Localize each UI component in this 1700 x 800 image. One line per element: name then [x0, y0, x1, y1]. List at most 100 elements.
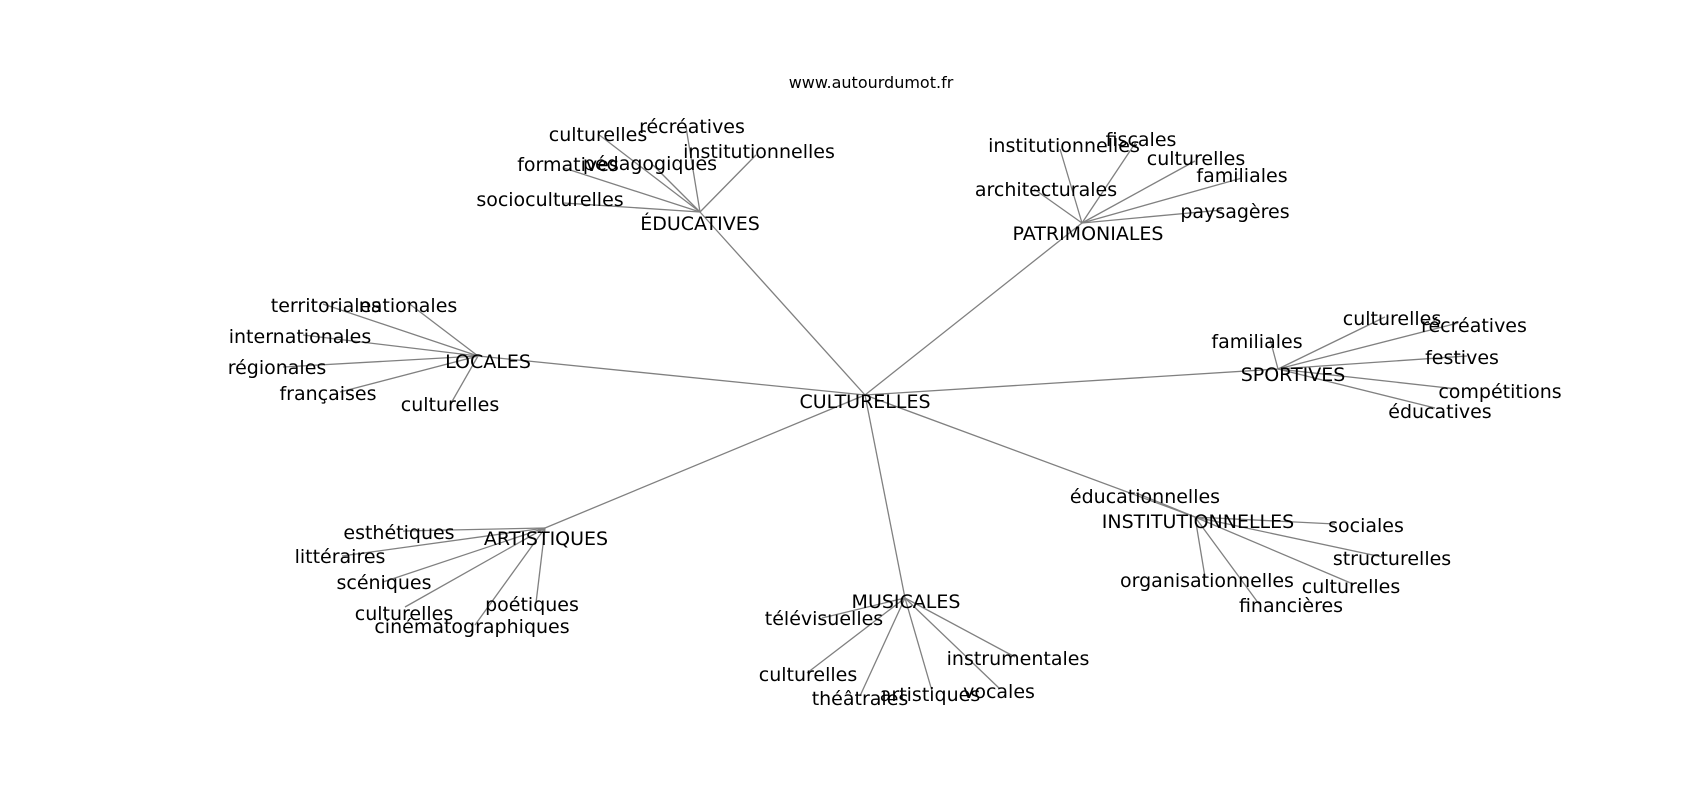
edge-1-leaf-1 — [1081, 141, 1137, 224]
leaf-node-label-0-1[interactable]: récréatives — [639, 116, 745, 138]
leaf-node-label-3-4[interactable]: compétitions — [1438, 381, 1561, 403]
leaf-node-label-6-5[interactable]: vocales — [963, 681, 1035, 703]
edge-2-leaf-3 — [282, 355, 479, 368]
leaf-node-label-1-2[interactable]: culturelles — [1147, 148, 1246, 170]
edge-root-to-0 — [699, 211, 866, 396]
edge-2-leaf-2 — [302, 334, 479, 357]
edge-0-leaf-4 — [652, 164, 701, 213]
edge-root-to-5 — [544, 394, 866, 529]
leaf-node-label-0-0[interactable]: culturelles — [549, 124, 648, 146]
edge-3-leaf-5 — [1277, 368, 1436, 409]
leaf-node-label-2-0[interactable]: territoriales — [271, 295, 381, 317]
leaf-node-label-1-3[interactable]: familiales — [1196, 165, 1287, 187]
edge-1-leaf-0 — [1059, 148, 1083, 224]
edge-root-to-1 — [864, 222, 1083, 396]
leaf-node-label-4-5[interactable]: financières — [1239, 595, 1343, 617]
edge-5-leaf-2 — [382, 527, 546, 583]
leaf-node-label-5-2[interactable]: scéniques — [336, 572, 431, 594]
leaf-node-label-4-4[interactable]: culturelles — [1302, 576, 1401, 598]
edge-2-leaf-5 — [449, 355, 479, 406]
leaf-node-label-2-5[interactable]: culturelles — [401, 394, 500, 416]
root-node-label[interactable]: CULTURELLES — [799, 391, 930, 413]
edge-4-leaf-1 — [1194, 516, 1336, 525]
leaf-node-label-6-0[interactable]: télévisuelles — [765, 608, 883, 630]
leaf-node-label-4-0[interactable]: éducationnelles — [1070, 486, 1220, 508]
leaf-node-label-5-1[interactable]: littéraires — [295, 546, 386, 568]
edge-root-to-3 — [864, 368, 1279, 396]
leaf-node-label-5-4[interactable]: poétiques — [485, 594, 579, 616]
edge-5-leaf-4 — [535, 527, 546, 604]
edge-1-leaf-4 — [1033, 188, 1083, 224]
leaf-node-label-6-1[interactable]: instrumentales — [947, 648, 1090, 670]
leaf-node-label-0-3[interactable]: formatives — [517, 154, 619, 176]
edge-5-leaf-5 — [474, 527, 546, 626]
edge-4-leaf-5 — [1194, 516, 1260, 605]
leaf-node-label-2-4[interactable]: françaises — [279, 383, 376, 405]
hub-node-label-1[interactable]: PATRIMONIALES — [1013, 223, 1164, 245]
edge-root-to-4 — [864, 394, 1196, 518]
hub-node-label-6[interactable]: MUSICALES — [852, 591, 961, 613]
edge-3-leaf-1 — [1277, 322, 1459, 370]
edge-0-leaf-5 — [563, 202, 701, 213]
edge-5-leaf-1 — [341, 527, 546, 557]
edge-4-leaf-3 — [1194, 516, 1206, 578]
hub-node-label-0[interactable]: ÉDUCATIVES — [640, 212, 760, 235]
edge-6-leaf-4 — [904, 597, 933, 692]
edge-4-leaf-2 — [1194, 516, 1383, 558]
leaf-node-label-6-4[interactable]: artistiques — [880, 684, 981, 706]
edge-2-leaf-1 — [406, 301, 479, 357]
edge-3-leaf-3 — [1277, 355, 1468, 370]
leaf-node-label-0-5[interactable]: socioculturelles — [476, 189, 623, 211]
leaf-node-label-1-5[interactable]: paysagères — [1180, 201, 1289, 223]
leaf-node-label-3-5[interactable]: éducatives — [1388, 401, 1491, 423]
leaf-node-label-3-3[interactable]: festives — [1425, 347, 1499, 369]
leaf-node-label-0-4[interactable]: pédagogiques — [583, 153, 717, 175]
edge-6-leaf-1 — [904, 597, 1016, 658]
edge-0-leaf-2 — [699, 154, 757, 213]
hub-node-label-5[interactable]: ARTISTIQUES — [484, 528, 608, 550]
edge-4-leaf-4 — [1194, 516, 1354, 585]
edge-root-to-6 — [864, 394, 906, 599]
edge-3-leaf-4 — [1277, 368, 1458, 390]
edges-layer — [282, 126, 1468, 697]
leaf-node-label-2-1[interactable]: nationales — [359, 295, 458, 317]
edge-6-leaf-3 — [859, 597, 906, 697]
leaf-node-label-3-1[interactable]: récréatives — [1421, 315, 1527, 337]
leaf-node-label-4-3[interactable]: organisationnelles — [1120, 570, 1294, 592]
leaf-node-label-0-2[interactable]: institutionnelles — [683, 141, 835, 163]
leaf-node-label-2-2[interactable]: internationales — [229, 326, 372, 348]
leaf-node-label-3-0[interactable]: culturelles — [1343, 308, 1442, 330]
edge-6-leaf-2 — [806, 597, 906, 674]
hub-node-label-4[interactable]: INSTITUTIONNELLES — [1102, 511, 1294, 533]
edge-0-leaf-1 — [685, 126, 701, 213]
edge-root-to-2 — [477, 355, 866, 396]
edge-0-leaf-0 — [597, 133, 701, 213]
edge-5-leaf-0 — [402, 527, 546, 532]
hub-node-label-2[interactable]: LOCALES — [445, 351, 531, 373]
edge-1-leaf-3 — [1081, 177, 1243, 224]
leaf-node-label-1-4[interactable]: architecturales — [975, 179, 1117, 201]
leaf-node-label-5-5[interactable]: cinématographiques — [374, 616, 569, 638]
labels-layer: CULTURELLESÉDUCATIVESculturellesrécréati… — [228, 116, 1562, 710]
edge-1-leaf-5 — [1081, 209, 1223, 224]
hub-node-label-3[interactable]: SPORTIVES — [1241, 364, 1346, 386]
edge-2-leaf-0 — [322, 303, 479, 357]
edge-3-leaf-0 — [1277, 316, 1386, 370]
edge-1-leaf-2 — [1081, 160, 1196, 224]
leaf-node-label-2-3[interactable]: régionales — [228, 357, 327, 379]
leaf-node-label-4-2[interactable]: structurelles — [1333, 548, 1451, 570]
leaf-node-label-6-2[interactable]: culturelles — [759, 664, 858, 686]
edge-5-leaf-3 — [404, 527, 546, 608]
leaf-node-label-1-1[interactable]: fiscales — [1106, 129, 1177, 151]
leaf-node-label-5-0[interactable]: esthétiques — [343, 522, 454, 544]
edge-2-leaf-4 — [339, 355, 479, 393]
leaf-node-label-6-3[interactable]: théâtrales — [812, 688, 909, 710]
leaf-node-label-1-0[interactable]: institutionnelles — [988, 135, 1140, 157]
site-url-label[interactable]: www.autourdumot.fr — [789, 73, 954, 92]
leaf-node-label-3-2[interactable]: familiales — [1211, 331, 1302, 353]
leaf-node-label-5-3[interactable]: culturelles — [355, 603, 454, 625]
leaf-node-label-4-1[interactable]: sociales — [1328, 515, 1404, 537]
edge-3-leaf-2 — [1269, 338, 1279, 370]
edge-0-leaf-3 — [563, 167, 701, 213]
